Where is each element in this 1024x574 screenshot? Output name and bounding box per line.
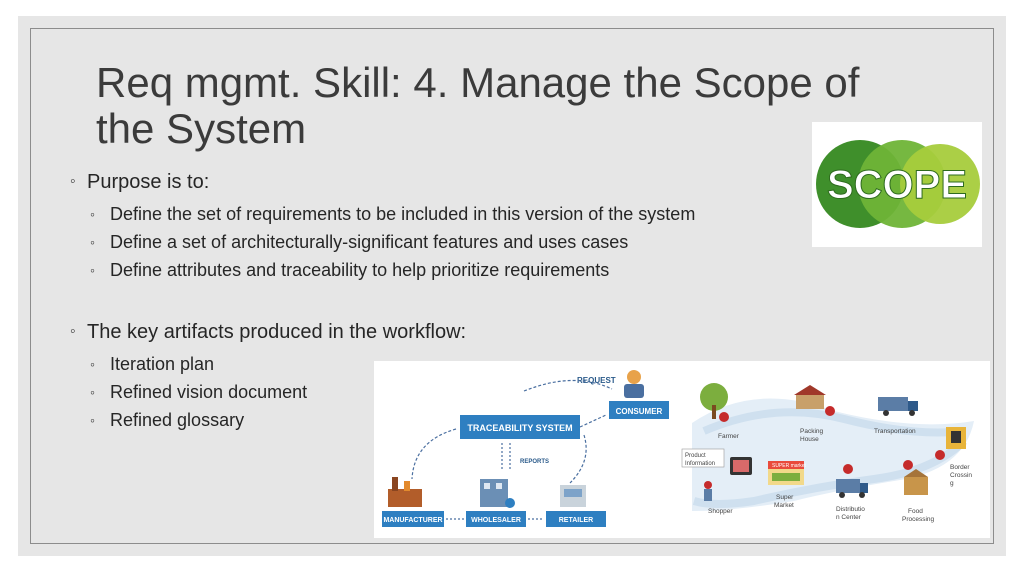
food-processing-label-1: Food <box>908 508 923 515</box>
supermarket-label-1: Super <box>776 494 794 501</box>
supermarket-label-2: Market <box>774 502 794 509</box>
warehouse-icon <box>480 479 515 508</box>
bullet-artifacts: The key artifacts produced in the workfl… <box>70 320 830 344</box>
sub-bullet: Iteration plan <box>70 350 830 378</box>
packing-label-2: House <box>800 436 819 443</box>
trace-consumer-arrow <box>579 414 607 428</box>
flow-road-top <box>702 408 965 437</box>
food-processing-label-2: Processing <box>902 516 935 523</box>
truck-icon <box>878 397 918 416</box>
distribution-label-1: Distributio <box>836 506 865 513</box>
supermarket-icon: SUPER market <box>768 461 807 485</box>
packing-house-icon <box>794 385 835 416</box>
factory-icon <box>388 477 422 507</box>
sub-bullet: Define attributes and traceability to he… <box>70 256 830 284</box>
trace-retailer-arrow <box>569 434 587 484</box>
border-icon <box>935 427 966 460</box>
manufacturer-label: MANUFACTURER <box>383 517 442 524</box>
farm-flow-diagram: Farmer Packing House Transportation Bord… <box>681 383 974 523</box>
reports-label: REPORTS <box>520 459 549 465</box>
traceability-label: TRACEABILITY SYSTEM <box>467 423 572 433</box>
product-info-label-2: Information <box>685 461 715 467</box>
slide-title: Req mgmt. Skill: 4. Manage the Scope of … <box>96 59 860 152</box>
sub-bullet: Define the set of requirements to be inc… <box>70 200 830 228</box>
product-info-label-1: Product <box>685 453 706 459</box>
trace-manufacturer-arrow <box>411 428 457 480</box>
logo-circle-light <box>900 144 980 224</box>
retailer-label: RETAILER <box>559 517 593 524</box>
wholesaler-box <box>466 511 526 527</box>
sub-bullet: Refined vision document <box>70 378 830 406</box>
sub-bullet: Refined glossary <box>70 406 830 434</box>
wholesaler-label: WHOLESALER <box>471 517 521 524</box>
food-processing-icon <box>903 460 928 495</box>
shopper-label: Shopper <box>708 508 733 515</box>
farmer-label: Farmer <box>718 433 740 440</box>
consumer-icon <box>624 370 644 398</box>
request-arrow <box>523 379 613 392</box>
border-label-3: g <box>950 480 954 487</box>
packing-label-1: Packing <box>800 428 824 435</box>
retailer-box <box>546 511 606 527</box>
consumer-label: CONSUMER <box>616 407 663 416</box>
border-label-1: Border <box>950 464 970 471</box>
store-icon <box>560 485 586 507</box>
bullet-purpose: Purpose is to: <box>70 170 830 194</box>
manufacturer-box <box>382 511 444 527</box>
traceability-diagram: REQUEST CONSUMER TRACEABILITY SYSTEM REP… <box>382 370 669 527</box>
product-info-box <box>681 448 725 468</box>
distribution-label-2: n Center <box>836 514 862 521</box>
supermarket-sign: SUPER market <box>772 463 807 469</box>
shopper-icon <box>704 457 752 501</box>
consumer-box <box>609 401 669 419</box>
request-label: REQUEST <box>577 376 616 385</box>
sub-bullet: Define a set of architecturally-signific… <box>70 228 830 256</box>
transport-label: Transportation <box>874 428 916 435</box>
logo-text: SCOPE <box>827 163 967 207</box>
distribution-truck-icon <box>836 464 868 498</box>
border-label-2: Crossin <box>950 472 972 479</box>
traceability-box <box>460 415 580 439</box>
flow-road-bottom <box>692 438 967 508</box>
tree-icon <box>700 383 729 422</box>
bullet-list: Purpose is to: Define the set of require… <box>70 170 830 434</box>
supply-chain-diagram: REQUEST CONSUMER TRACEABILITY SYSTEM REP… <box>374 361 990 538</box>
scope-logo: SCOPE <box>812 122 982 247</box>
